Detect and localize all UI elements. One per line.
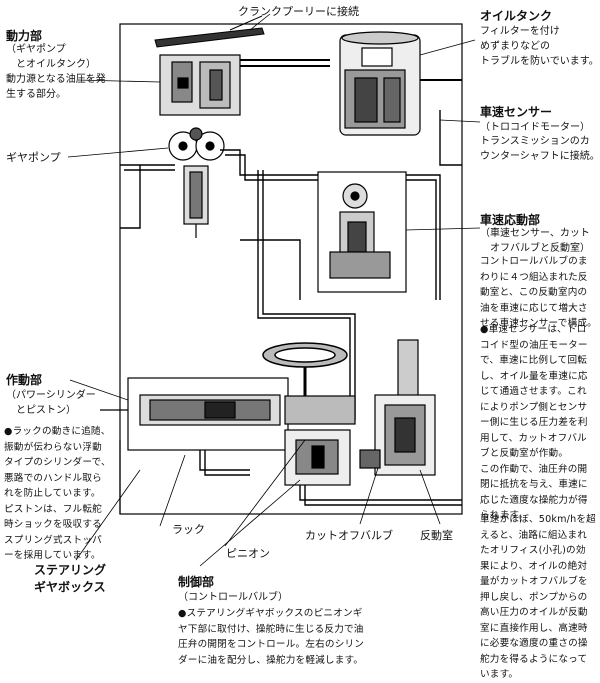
diagram-frame bbox=[119, 23, 463, 515]
steering-gearbox bbox=[100, 377, 356, 451]
crank-pulley-label: クランクプーリーに接続 bbox=[238, 5, 359, 18]
oil-tank-desc: フィルターを付け めずまりなどの トラブルを防いでいます。 bbox=[480, 26, 599, 67]
gear-pump-label: ギヤポンプ bbox=[6, 151, 61, 164]
oil-tank bbox=[339, 31, 462, 136]
power-unit-sub: （ギヤポンプ とオイルタンク） bbox=[6, 44, 96, 70]
control-valve bbox=[284, 429, 351, 486]
hydraulic-pipes bbox=[120, 110, 462, 506]
control-title: 制御部 bbox=[178, 575, 215, 589]
speed-response-title: 車速応動部 bbox=[480, 213, 541, 227]
cutoff-valve-label: カットオフバルブ bbox=[305, 529, 393, 542]
reaction-chamber-label: 反動室 bbox=[420, 529, 453, 542]
rack-label: ラック bbox=[172, 523, 205, 536]
gear-pump-gears bbox=[168, 127, 225, 161]
crank-pulley-belt bbox=[154, 15, 265, 48]
pinion-label: ピニオン bbox=[226, 547, 270, 560]
steering-gearbox-label: ステアリング ギヤボックス bbox=[34, 563, 107, 595]
pump-relief-valve bbox=[183, 165, 209, 238]
steering-wheel bbox=[262, 342, 348, 410]
gear-pump-housing bbox=[159, 54, 330, 116]
speed-response-bullet: ●車速センサーは、トロ コイド型の油圧モーター で、車速に比例して回転 し、オイ… bbox=[480, 324, 588, 522]
actuator-sub: （パワーシリンダー とピストン） bbox=[6, 390, 96, 416]
actuator-title: 作動部 bbox=[6, 373, 43, 387]
speed-response-note: 車速がほぼ、50km/hを超 えると、油路に組込まれ たオリフィス(小孔)の効 … bbox=[480, 514, 596, 681]
oil-tank-title: オイルタンク bbox=[480, 9, 553, 23]
speed-sensor-sub: （トロコイドモーター） bbox=[480, 122, 590, 133]
speed-sensor-desc: トランスミッションのカ ウンターシャフトに接続。 bbox=[480, 136, 600, 162]
control-sub: （コントロールバルブ） bbox=[178, 592, 288, 603]
actuator-bullet: ●ラックの動きに追随、 振動が伝わらない浮動 タイプのシリンダーで、 悪路でのハ… bbox=[4, 426, 111, 562]
power-unit-title: 動力部 bbox=[6, 29, 43, 43]
speed-sensor-title: 車速センサー bbox=[480, 105, 553, 119]
power-steering-diagram bbox=[67, 13, 481, 567]
speed-sensor-unit bbox=[317, 171, 407, 293]
leader-lines bbox=[67, 13, 481, 567]
speed-response-desc: コントロールバルブのま わりに４つ組込まれた反 動室と、この反動室内の 油を車速… bbox=[480, 256, 597, 330]
reaction-chamber-assembly bbox=[359, 339, 436, 476]
speed-response-sub: （車速センサー、カット オフバルブと反動室） bbox=[480, 228, 590, 254]
control-bullet: ●ステアリングギヤボックスのピニオンギ ヤ下部に取付け、操舵時に生じる反力で油 … bbox=[178, 608, 365, 666]
power-unit-desc: 動力源となる油圧を発 生する部分。 bbox=[6, 74, 106, 100]
